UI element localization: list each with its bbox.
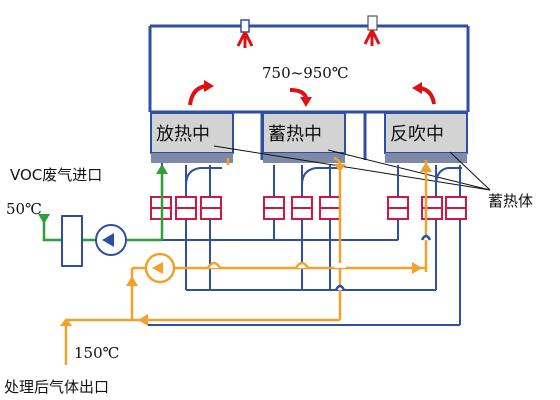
chamber-middle: 蓄热中: [262, 112, 346, 163]
valve-icon: [263, 196, 285, 220]
chamber-right-label: 反吹中: [390, 124, 444, 145]
clean-gas-line: [64, 156, 428, 365]
inlet-label: VOC废气进口: [10, 166, 102, 184]
burner-icon: [236, 19, 254, 48]
valve-icon: [387, 196, 409, 220]
pipe-bridges: [206, 234, 432, 291]
valve-icon: [319, 196, 341, 220]
valve-icon: [200, 196, 222, 220]
clean-gas-arrows: [60, 162, 432, 326]
valve-icons: [150, 196, 467, 220]
hot-gas-arrow-icon: [289, 88, 312, 107]
heat-storage-leader-lines: [213, 145, 491, 191]
outlet-label: 处理后气体出口: [4, 378, 109, 396]
hot-gas-arrow-icon: [412, 82, 436, 105]
inlet-gas-line: [38, 164, 168, 242]
valve-icon: [445, 196, 467, 220]
blue-piping: [148, 163, 462, 326]
exhaust-fan-icon: [144, 252, 176, 284]
heat-storage-label: 蓄热体: [488, 192, 533, 210]
inlet-fan-icon: [95, 224, 127, 256]
inlet-temperature-label: 50℃: [6, 200, 42, 218]
burner-icon: [363, 15, 381, 46]
chamber-middle-label: 蓄热中: [268, 124, 322, 145]
chamber-left: 放热中: [150, 112, 234, 163]
chamber-left-label: 放热中: [156, 124, 210, 145]
outlet-temperature-label: 150℃: [74, 344, 119, 362]
chamber-right: 反吹中: [384, 112, 468, 163]
valve-icon: [291, 196, 313, 220]
furnace-temperature-label: 750~950℃: [262, 64, 349, 82]
hot-gas-arrow-icon: [188, 80, 214, 106]
valve-icon: [175, 196, 197, 220]
filter-icon: [61, 215, 83, 267]
